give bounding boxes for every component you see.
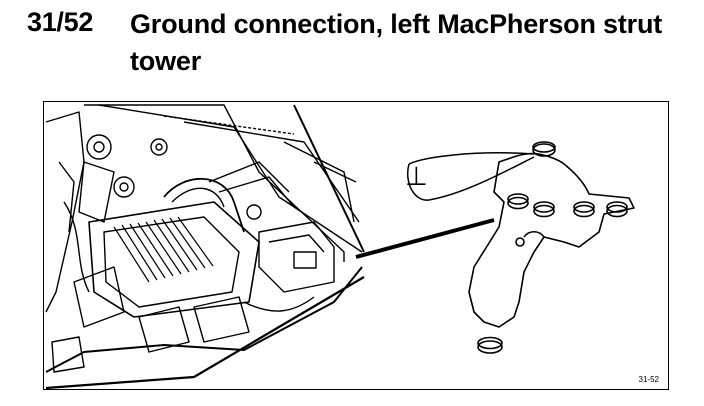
ground-symbol: ⊥ [405,162,428,192]
leader-line [355,218,495,259]
engine-bay-illustration [45,104,635,390]
section-code: 31/52 [27,7,94,37]
figure-number: 31-52 [638,375,659,384]
illustration-frame: ⊥ 31-52 [43,101,669,390]
ground-callout [407,152,535,201]
section-title: Ground connection, left MacPherson strut… [130,9,663,76]
engine-bay-drawing [45,104,365,390]
ground-bracket-detail [468,141,635,354]
